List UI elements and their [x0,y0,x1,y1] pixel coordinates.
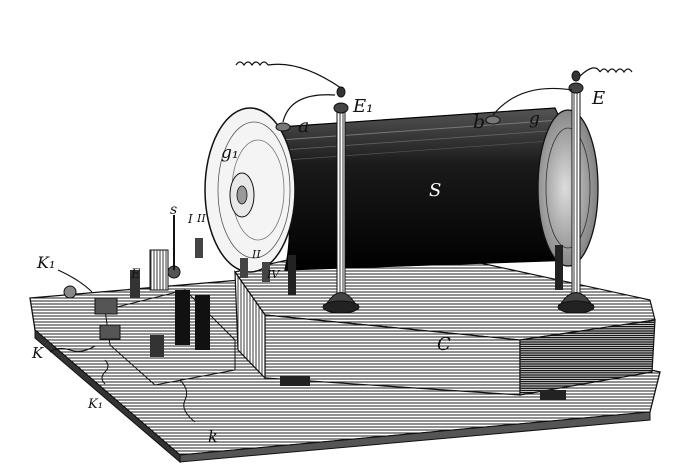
label-k-left: K [31,344,44,362]
terminal-pillar-e1 [235,61,360,314]
terminal-a [275,94,336,132]
label-k-bottom: k [208,427,218,446]
label-e: E [591,88,605,109]
label-k1-bottom: K₁ [87,397,103,412]
figure-labels: E₁ E a b g g₁ S C s E I II II IV K₁ K K₁… [31,88,605,446]
label-s-small: s [170,202,177,218]
coil-supports [288,245,563,295]
label-g: g [529,109,540,129]
right-end-disc [537,109,599,267]
interrupter-apparatus [49,215,270,423]
label-iv: IV [266,268,280,281]
label-c: C [437,334,451,355]
terminal-pillar-e [557,67,633,314]
label-ii-b: II [251,248,261,261]
label-k1-top: K₁ [36,253,55,272]
terminal-b [485,87,573,125]
induction-coil-s [264,107,581,271]
left-end-disc [204,107,296,273]
label-e1: E₁ [352,96,373,117]
label-g1: g₁ [221,143,239,163]
label-b: b [473,111,485,133]
label-e-small: E [130,267,141,282]
label-s: S [429,180,441,201]
label-a: a [298,115,309,137]
label-i: I [187,212,193,226]
label-ii-a: II [196,212,206,225]
